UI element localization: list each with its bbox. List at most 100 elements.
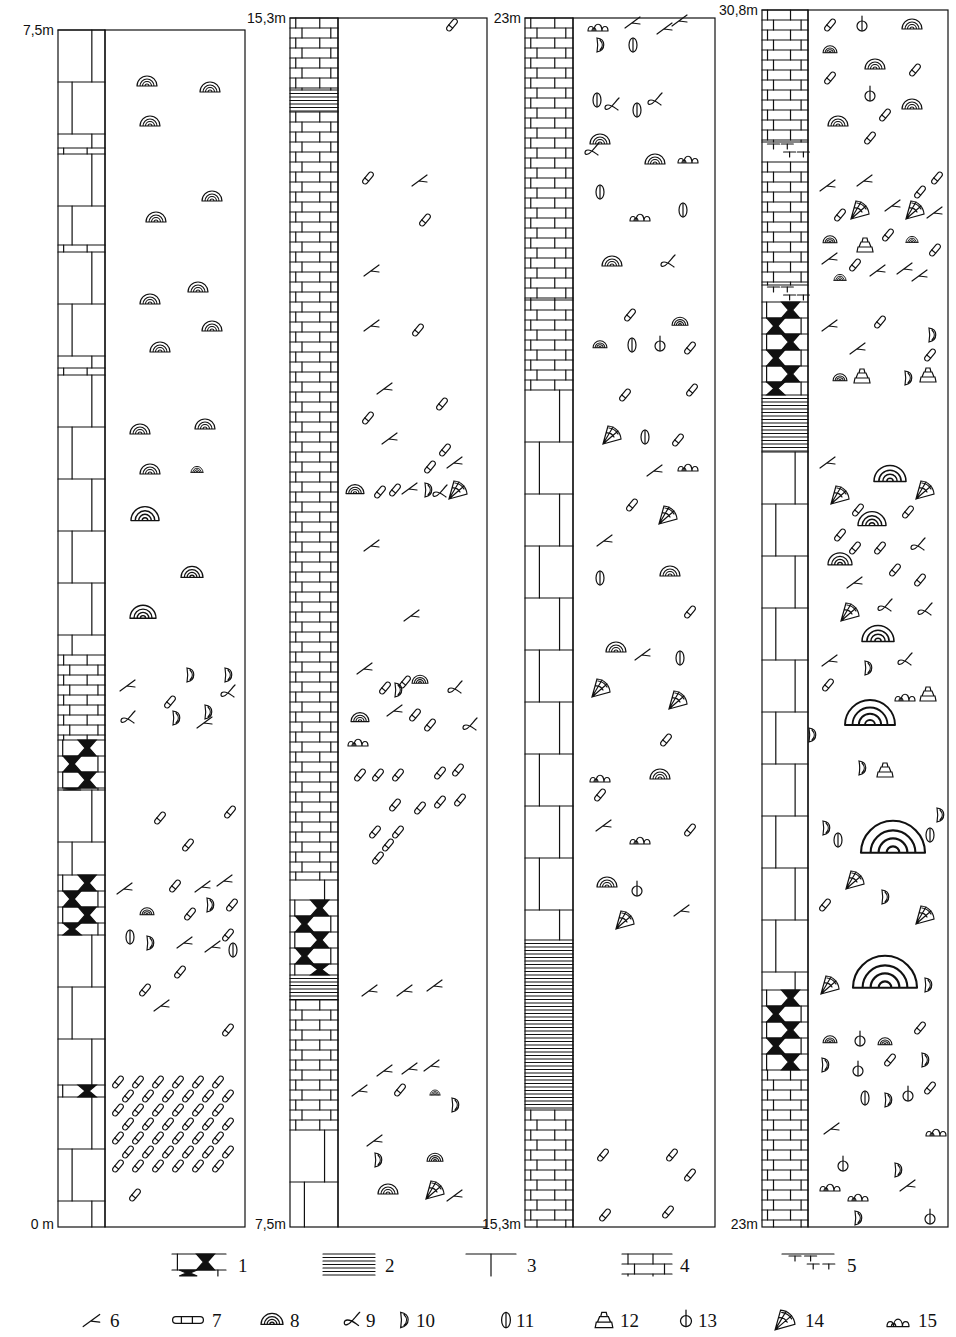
fossil-symbol [202, 1089, 215, 1103]
fossil-symbol [602, 256, 622, 266]
lithology-3 [290, 880, 338, 900]
fossil-symbol [823, 1036, 837, 1043]
fossil-symbol [820, 180, 835, 191]
fossil-symbol [823, 236, 837, 243]
fossil-symbol [822, 655, 837, 666]
fossil-symbol [205, 705, 212, 719]
legend-number: 1 [238, 1256, 248, 1275]
lithology-2 [525, 940, 573, 1108]
fossil-symbol [660, 733, 673, 747]
fossil-symbol [916, 481, 934, 499]
fossil-symbol [430, 1090, 440, 1095]
lithology-4 [762, 162, 808, 285]
fossil-symbol [606, 642, 626, 652]
fossil-symbol [650, 769, 670, 779]
fossil-symbol [122, 1145, 135, 1159]
column-strip [762, 10, 808, 1227]
fossil-symbol [906, 236, 918, 242]
fossil-symbol [147, 936, 154, 950]
fossil-symbol [448, 681, 462, 693]
lithology-3 [290, 1130, 338, 1227]
fossil-symbol [192, 1075, 205, 1089]
fossil-symbol [629, 38, 637, 52]
fossil-symbol [925, 1209, 935, 1224]
fossil-symbol [920, 687, 936, 701]
fossil-symbol [588, 24, 608, 31]
fossil-symbol [372, 768, 385, 782]
fossil-symbol [132, 1075, 145, 1089]
lithology-1 [58, 740, 105, 790]
fossil-symbol [172, 1159, 185, 1173]
fossil-symbol [424, 1060, 439, 1071]
fossil-symbol [389, 483, 402, 497]
fossil-symbol [377, 383, 392, 394]
fossil-symbol [142, 1089, 155, 1103]
fossil-symbol [630, 837, 650, 844]
fossil-symbol [177, 937, 192, 948]
fossil-symbol [130, 424, 150, 434]
lithology-3 [762, 452, 808, 990]
fossil-symbol [684, 823, 697, 837]
fossil-symbol [137, 76, 157, 86]
fossil-symbol [684, 605, 697, 619]
fossil-symbol [222, 1117, 235, 1131]
fossil-symbol [937, 808, 944, 822]
fossil-symbol [112, 1075, 125, 1089]
fossil-symbol [112, 1131, 125, 1145]
fossil-symbol [454, 793, 467, 807]
fossil-symbol [146, 212, 166, 222]
fossil-symbol [902, 505, 915, 519]
legend-number: 12 [620, 1311, 639, 1330]
fossil-symbol [412, 323, 425, 337]
fossil-symbol [824, 18, 837, 32]
lithology-3 [58, 935, 105, 1085]
fossil-symbol [878, 599, 892, 611]
fossil-symbol [382, 433, 397, 444]
fossil-symbol [140, 464, 160, 474]
fossil-box [808, 10, 948, 1227]
fossil-symbol [924, 348, 937, 362]
fossil-symbol [595, 1312, 613, 1327]
fossil-symbol [112, 1159, 125, 1173]
fossil-symbol [412, 675, 428, 683]
fossil-symbol [911, 538, 925, 550]
fossil-symbol [162, 1089, 175, 1103]
fossil-symbol [914, 573, 927, 587]
fossil-symbol [903, 1086, 913, 1101]
fossil-symbol [681, 1310, 692, 1327]
fossil-symbol [865, 59, 885, 69]
fossil-symbol [205, 941, 220, 952]
fossil-symbol [132, 1159, 145, 1173]
fossil-symbol [187, 668, 194, 682]
lithology-4 [58, 245, 105, 252]
fossil-symbol [660, 566, 680, 576]
fossil-symbol [172, 1131, 185, 1145]
fossil-symbol [878, 1038, 892, 1045]
lithology-1 [762, 990, 808, 1070]
fossil-symbol [628, 338, 636, 352]
legend-number: 5 [847, 1256, 857, 1275]
fossil-symbol [597, 38, 604, 52]
fossil-symbol [424, 460, 437, 474]
fossil-symbol [850, 343, 865, 354]
fossil-symbol [142, 1117, 155, 1131]
fossil-symbol [344, 1312, 359, 1325]
fossil-symbol [397, 985, 412, 996]
fossil-symbol [885, 200, 900, 211]
fossil-symbol [641, 430, 649, 444]
fossil-symbol [864, 131, 877, 145]
legend-number: 10 [416, 1311, 435, 1330]
fossil-symbol [857, 238, 873, 252]
fossil-symbol [372, 851, 385, 865]
fossil-symbol [117, 883, 132, 894]
fossil-box [573, 18, 715, 1227]
fossil-symbol [632, 881, 642, 896]
fossil-symbol [669, 691, 687, 709]
fossil-symbol [874, 315, 887, 329]
fossil-symbol [820, 1184, 840, 1191]
fossil-symbol [849, 258, 862, 272]
fossil-symbol [925, 978, 932, 992]
fossil-symbol [152, 1075, 165, 1089]
fossil-symbol [900, 1180, 915, 1191]
